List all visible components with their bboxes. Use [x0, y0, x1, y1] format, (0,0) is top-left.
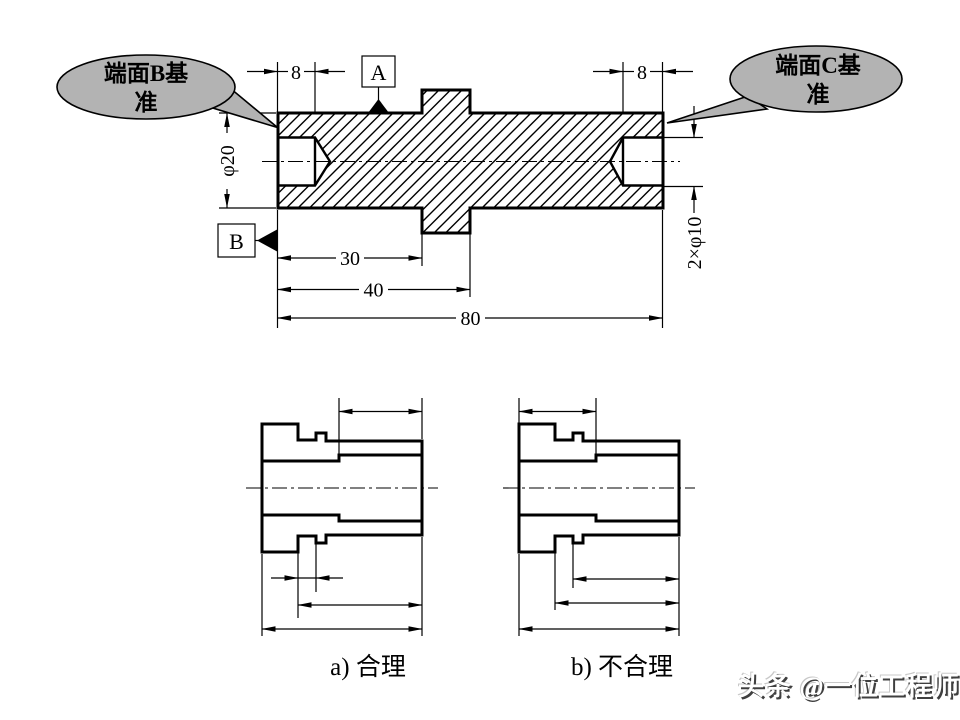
callout-left-bubble [56, 54, 236, 120]
figure-a-label: a) 合理 [330, 653, 406, 681]
dim-shaft-diameter-value: φ20 [217, 145, 239, 177]
shaft-outline [276, 88, 665, 235]
dim-80-value: 80 [461, 308, 481, 330]
datum-b: B [217, 223, 278, 258]
figure-b-section-bottom [517, 513, 681, 554]
dim-hole-depth-right: 8 [593, 62, 693, 112]
dim-40-value: 40 [364, 280, 384, 302]
watermark: 头条 @一位工程师 [738, 672, 960, 701]
main-shaft-view: 8 8 φ20 2×φ10 [217, 55, 706, 330]
figure-b-section-top [517, 422, 681, 463]
dim-hole-depth-left: 8 [247, 62, 345, 112]
figure-a: a) 合理 [246, 398, 438, 681]
callout-right-text-line-1: 端面C基 [775, 53, 862, 78]
datum-a: A [361, 55, 396, 113]
dim-30: 30 [277, 234, 423, 270]
dim-30-value: 30 [340, 248, 360, 270]
callout-left: 端面B基 准 [56, 54, 279, 129]
figure-a-section-top [260, 422, 424, 463]
dim-80: 80 [277, 308, 663, 330]
dim-40: 40 [277, 234, 471, 302]
datum-b-letter: B [229, 229, 244, 254]
callout-left-text-line-1: 端面B基 [104, 61, 189, 86]
datum-b-triangle [257, 229, 278, 252]
dim-hole-depth-left-value: 8 [291, 62, 301, 84]
callout-left-text-line-2: 准 [135, 90, 158, 115]
center-hole-left [278, 137, 330, 186]
callout-right-text-line-2: 准 [807, 82, 830, 107]
figure-a-section-bottom [260, 513, 424, 554]
dim-center-holes: 2×φ10 [664, 106, 706, 269]
dim-shaft-diameter: φ20 [217, 112, 276, 209]
figure-b: b) 不合理 [503, 398, 695, 681]
datum-a-triangle [368, 99, 389, 113]
figure-b-label: b) 不合理 [571, 653, 673, 681]
dim-hole-depth-right-value: 8 [637, 62, 647, 84]
callout-right: 端面C基 准 [666, 45, 903, 124]
datum-a-letter: A [371, 60, 387, 85]
callout-right-bubble [729, 45, 903, 113]
dim-center-holes-value: 2×φ10 [684, 217, 706, 270]
